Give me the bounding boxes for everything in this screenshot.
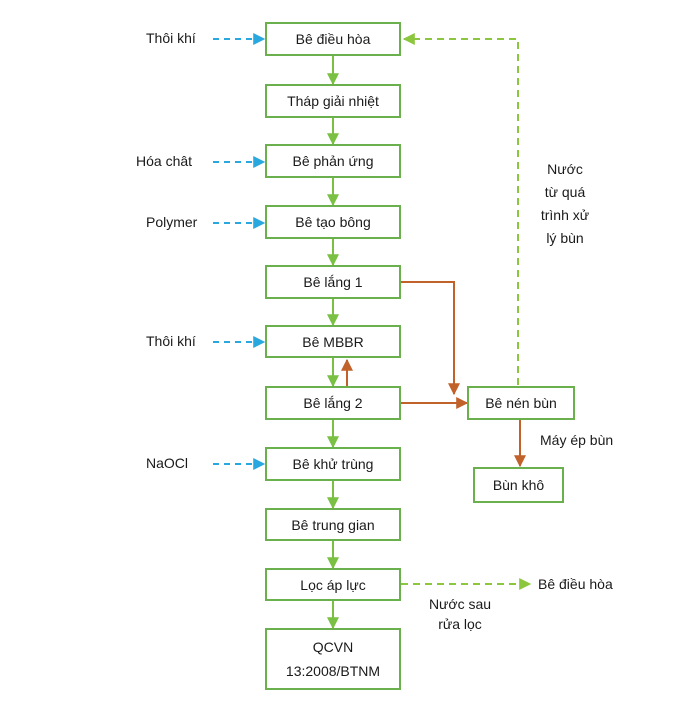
box-be-phan-ung: Bê phản ứng (265, 144, 401, 178)
box-label: Lọc áp lực (300, 576, 366, 593)
box-label: Bê phản ứng (292, 153, 374, 169)
box-be-dieu-hoa: Bê điều hòa (265, 22, 401, 56)
box-label-line-2: 13:2008/BTNM (285, 663, 381, 679)
input-label-polymer: Polymer (146, 214, 198, 230)
input-label-thoi-khi-2: Thôi khí (146, 333, 196, 349)
box-label: Bê trung gian (291, 516, 375, 533)
annotation-line: từ quá (544, 184, 586, 200)
box-be-trung-gian: Bê trung gian (265, 508, 401, 541)
arrow-nen-bun-return-to-dieu-hoa (402, 33, 519, 385)
input-arrows (213, 33, 266, 470)
input-label-naocl: NaOCl (146, 455, 189, 471)
return-water-arrows (401, 33, 532, 590)
box-be-lang-2: Bê lắng 2 (265, 386, 401, 420)
annotation-may-ep-bun: Máy ép bùn (540, 432, 614, 448)
box-label: Bê khử trùng (292, 456, 374, 472)
arrow-lang-1-to-nen-bun (401, 281, 460, 396)
annotation-line: Nước (547, 161, 583, 177)
box-label-line-1: QCVN (312, 639, 354, 655)
box-thap-giai-nhiet: Tháp giải nhiệt (265, 84, 401, 118)
box-loc-ap-luc: Lọc áp lực (265, 568, 401, 601)
input-label-hoa-chat: Hóa chât (136, 153, 193, 169)
annotation-line: trình xử (540, 207, 590, 223)
sludge-flow-arrows (341, 281, 526, 468)
box-label: Bê lắng 2 (303, 395, 363, 411)
box-qcvn: QCVN 13:2008/BTNM (265, 628, 401, 690)
box-be-khu-trung: Bê khử trùng (265, 447, 401, 481)
box-be-mbbr: Bê MBBR (265, 325, 401, 358)
annotation-line: Nước sau (428, 596, 492, 612)
annotation-backwash: Nước sau rửa lọc (412, 594, 508, 634)
box-label: Bùn khô (492, 477, 545, 493)
box-be-lang-1: Bê lắng 1 (265, 265, 401, 299)
box-be-nen-bun: Bê nén bùn (467, 386, 575, 420)
box-label: Bê lắng 1 (303, 274, 363, 290)
box-label: Bê điều hòa (295, 31, 371, 47)
box-label: Bê MBBR (302, 333, 364, 350)
box-bun-kho: Bùn khô (473, 467, 564, 503)
annotation-to-be-dieu-hoa: Bê điều hòa (538, 576, 613, 592)
box-label: Tháp giải nhiệt (287, 93, 379, 109)
input-label-thoi-khi: Thôi khí (146, 30, 196, 46)
annotation-return-water: Nước từ quá trình xử lý bùn (520, 158, 610, 250)
annotation-line: lý bùn (546, 230, 584, 246)
box-label: Bê nén bùn (485, 395, 557, 411)
box-be-tao-bong: Bê tạo bông (265, 205, 401, 239)
box-label: Bê tạo bông (295, 214, 371, 230)
annotation-line: rửa lọc (438, 616, 482, 632)
